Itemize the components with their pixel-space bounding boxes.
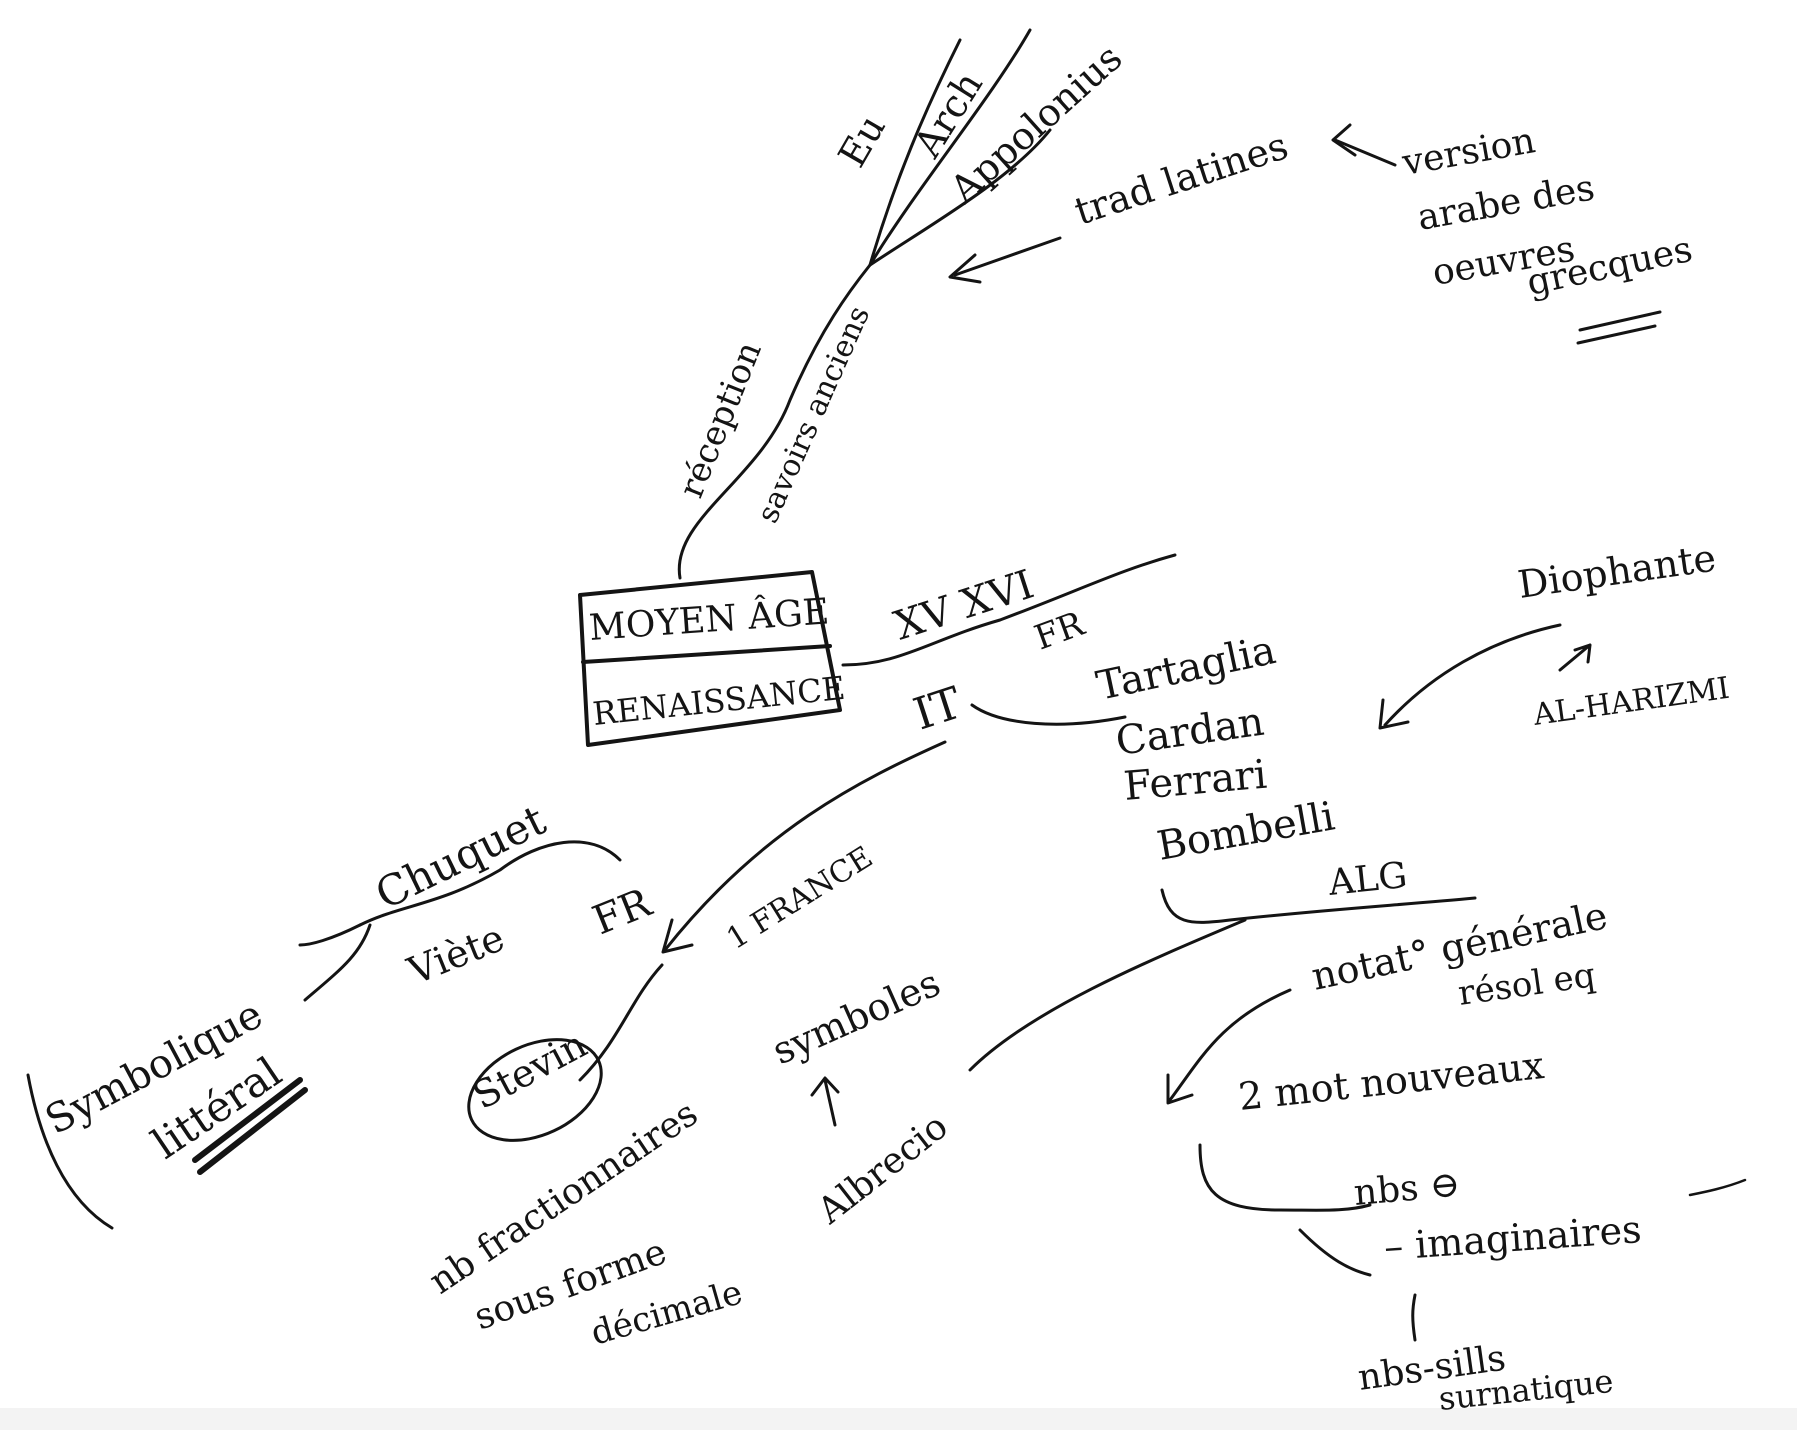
alg-label: ALG (1326, 855, 1410, 904)
france-label: 1 FRANCE (721, 840, 879, 957)
fr-top-label: FR (1029, 604, 1090, 659)
stevin-connector (578, 963, 664, 1082)
version-underline (1576, 310, 1662, 345)
paper-bottom-edge (0, 1408, 1797, 1430)
reception-label: réception (671, 336, 770, 503)
fr-left-label: FR (587, 879, 660, 944)
nbs-label: nbs ⊖ (1352, 1164, 1461, 1214)
chuquet-label: Chuquet (368, 795, 553, 919)
notation-arrow-line (1168, 988, 1292, 1102)
symboles-arrow (810, 1076, 840, 1127)
trad-arrow-head (948, 253, 982, 284)
symbolique-bracket (26, 1073, 114, 1230)
imaginaires-connector (1298, 1228, 1372, 1277)
diophante-arrow-head (1378, 698, 1410, 730)
trad-arrow-line (953, 236, 1062, 277)
century-label: XV XVI (889, 561, 1039, 649)
stray-mark (1688, 1178, 1747, 1197)
france-arrow-head (661, 918, 694, 954)
italian-tartaglia: Tartaglia (1093, 627, 1280, 710)
diophante-label: Diophante (1515, 536, 1718, 607)
central-node: MOYEN ÂGE RENAISSANCE (578, 570, 847, 747)
nouveaux-label: 2 mot nouveaux (1236, 1043, 1546, 1119)
it-label: IT (908, 678, 968, 741)
leaf-eu: Eu (830, 107, 894, 174)
chuquet-branch-tail (298, 923, 362, 947)
notation-arrow-head (1166, 1073, 1194, 1105)
central-box-border (578, 570, 842, 747)
leaf-line-appolonius (868, 128, 1052, 267)
alg-line (1160, 888, 1477, 924)
leaf-line-eu (868, 38, 962, 267)
diophante-arrow-line (1383, 623, 1562, 727)
chuquet-branch-line (358, 840, 622, 927)
central-box-divider (581, 644, 832, 664)
century-line (841, 553, 1177, 667)
right-branch: XV XVI FR IT Tartaglia Cardan Ferrari Bo… (841, 536, 1747, 1418)
alg-to-albrecio-line (968, 918, 1247, 1072)
stevin-circle (467, 1038, 603, 1142)
leaf-line-arch (868, 28, 1032, 267)
stevin-label: Stevin (466, 1022, 594, 1118)
france-arrow-line (663, 740, 947, 952)
version-arrow-line (1333, 138, 1397, 167)
central-box-top-text: MOYEN ÂGE (588, 590, 831, 649)
version-arrow-head (1331, 123, 1357, 157)
alkhwarizmi-arrow (1558, 643, 1592, 672)
upper-branch: réception savoirs anciens Eu Arch Appolo… (671, 28, 1696, 580)
left-branch: 1 FRANCE FR Chuquet Viète Symbolique lit… (26, 740, 956, 1354)
viete-label: Viète (401, 915, 510, 993)
symbolique-connector (303, 923, 372, 1002)
trad-latines-label: trad latines (1069, 123, 1293, 233)
version-line-1: version (1398, 120, 1538, 184)
imaginaires-label: – imaginaires (1383, 1207, 1643, 1269)
savoirs-anciens-label: savoirs anciens (750, 301, 877, 528)
albrecio-label: Albrecio (810, 1106, 956, 1233)
nbs-bracket (1198, 1143, 1372, 1212)
alkhwarizmi-label: AL-HARIZMI (1530, 671, 1731, 733)
central-box-bottom-text: RENAISSANCE (591, 669, 847, 733)
symboles-label: symboles (766, 960, 947, 1073)
nbs-bottom-connector (1411, 1293, 1417, 1342)
italians-connector (970, 703, 1127, 726)
litteral-underline (192, 1077, 308, 1175)
upper-branch-line (677, 263, 872, 580)
